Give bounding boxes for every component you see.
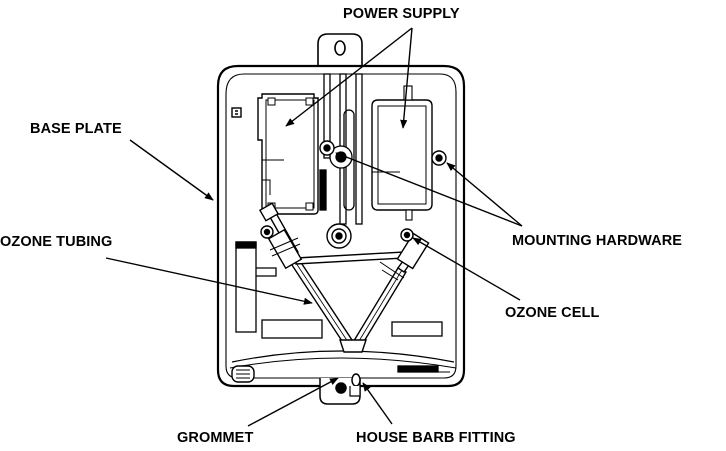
arrow-grommet	[247, 377, 339, 427]
base-plate-marker	[231, 107, 242, 118]
center-post	[326, 223, 352, 249]
label-house-barb-fitting: HOUSE BARB FITTING	[356, 430, 516, 446]
arrow-power-supply-left	[285, 27, 413, 127]
label-base-plate: BASE PLATE	[30, 121, 122, 137]
label-power-supply: POWER SUPPLY	[343, 6, 460, 22]
power-supply-right	[371, 85, 433, 221]
left-bracket	[235, 241, 443, 373]
arrow-ozone-cell	[412, 237, 521, 301]
arrow-base-plate	[129, 139, 214, 201]
bottom-mounting-tab	[319, 373, 361, 405]
label-ozone-tubing: OZONE TUBING	[0, 234, 113, 250]
power-supply-left	[257, 93, 319, 215]
ozone-tubing-assembly	[258, 202, 430, 353]
arrow-power-supply-right	[400, 27, 413, 129]
left-foot-knob	[231, 365, 255, 383]
arrow-mounting-hardware-right	[446, 162, 523, 227]
label-ozone-cell: OZONE CELL	[505, 305, 600, 321]
top-mounting-tab	[317, 33, 363, 67]
label-mounting-hardware: MOUNTING HARDWARE	[512, 233, 683, 249]
arrow-mounting-hardware-left	[335, 152, 523, 227]
label-grommet: GROMMET	[177, 430, 254, 446]
arrow-house-barb-fitting	[362, 382, 393, 425]
arrow-ozone-tubing	[105, 257, 313, 305]
mounting-screws	[319, 140, 447, 166]
leader-arrows	[105, 27, 523, 427]
